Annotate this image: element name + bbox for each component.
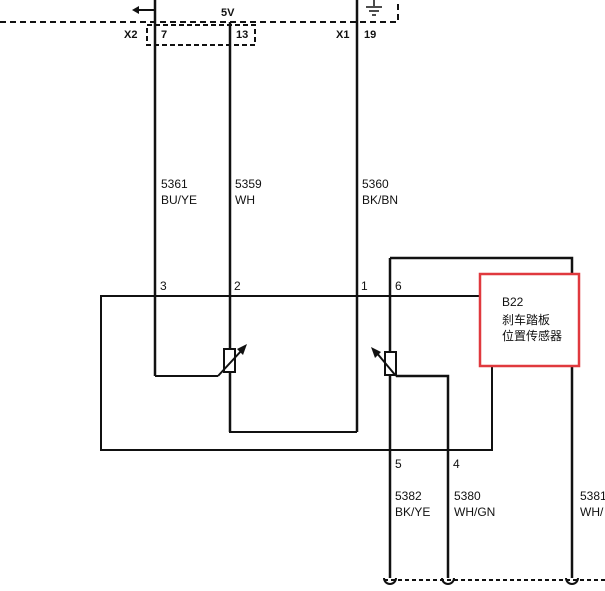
terminal-4-icon bbox=[441, 577, 455, 585]
top-connector-dashed-line bbox=[0, 0, 399, 23]
sensor-pin-3: 3 bbox=[160, 279, 167, 293]
connector-x1-label: X1 bbox=[336, 29, 349, 41]
wire-5361-color: BU/YE bbox=[161, 193, 197, 207]
sensor-pin-5: 5 bbox=[395, 457, 402, 471]
wire-5382-code: 5382 bbox=[395, 489, 422, 503]
sensor-pin-6: 6 bbox=[395, 279, 402, 293]
ground-icon bbox=[366, 0, 382, 16]
wire-5381 bbox=[390, 256, 574, 578]
sensor-id: B22 bbox=[502, 295, 524, 309]
arrow-icon bbox=[132, 0, 156, 14]
terminal-5-icon bbox=[383, 577, 397, 585]
wire-5359-color: WH bbox=[235, 193, 255, 207]
pin-7-label: 7 bbox=[161, 29, 167, 41]
wire-5380-color: WH/GN bbox=[454, 505, 495, 519]
wire-5360-code: 5360 bbox=[362, 177, 389, 191]
wire-5380 bbox=[396, 374, 450, 578]
pin-13-label: 13 bbox=[236, 29, 248, 41]
wire-5359-code: 5359 bbox=[235, 177, 262, 191]
potentiometer-2-icon bbox=[371, 347, 397, 377]
connector-x2-label: X2 bbox=[124, 29, 137, 41]
sensor-pin-1: 1 bbox=[361, 279, 368, 293]
wire-5360-color: BK/BN bbox=[362, 193, 398, 207]
trace-pin2-pin1 bbox=[229, 372, 357, 433]
sensor-highlight-box bbox=[478, 272, 581, 368]
sensor-name-line1: 刹车踏板 bbox=[502, 312, 550, 327]
supply-label: 5V bbox=[221, 7, 235, 19]
wire-5381-code: 5381 bbox=[580, 489, 605, 503]
sensor-housing bbox=[100, 295, 493, 451]
sensor-name-line2: 位置传感器 bbox=[502, 328, 562, 343]
potentiometer-1-icon bbox=[217, 344, 247, 377]
wire-5361-code: 5361 bbox=[161, 177, 188, 191]
sensor-pin-4: 4 bbox=[453, 457, 460, 471]
wire-5382-color: BK/YE bbox=[395, 505, 430, 519]
pin-19-label: 19 bbox=[364, 29, 376, 41]
terminal-5381-icon bbox=[565, 577, 579, 585]
sensor-pin-2: 2 bbox=[234, 279, 241, 293]
wire-5381-color: WH/ bbox=[580, 505, 604, 519]
wire-5380-code: 5380 bbox=[454, 489, 481, 503]
